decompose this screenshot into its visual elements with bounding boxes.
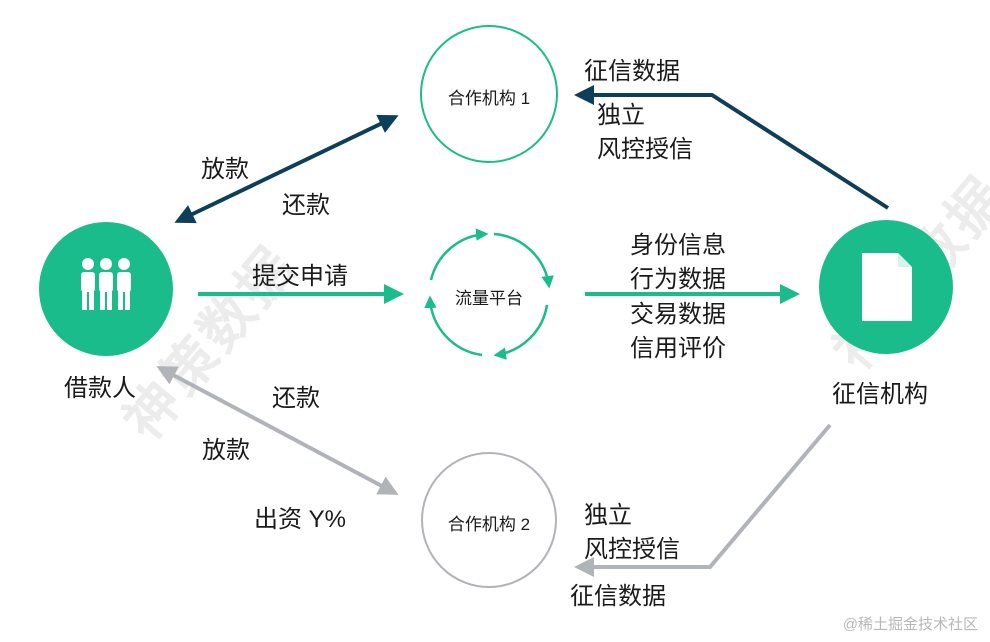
credit-bureau-node — [819, 220, 953, 354]
top-credit-data-label: 征信数据 — [584, 58, 680, 85]
top-lend-label: 放款 — [201, 156, 249, 183]
top-risk-line1: 独立 — [597, 102, 645, 129]
bottom-risk-line2: 风控授信 — [584, 536, 680, 563]
partner1-label: 合作机构 1 — [447, 89, 531, 108]
borrower-label: 借款人 — [64, 375, 136, 402]
document-icon — [862, 253, 912, 321]
partner2-label: 合作机构 2 — [447, 515, 531, 534]
bottom-lend-label: 放款 — [202, 437, 250, 464]
platform-node — [424, 228, 554, 360]
data-flow-item-3: 交易数据 — [630, 301, 726, 328]
corner-watermark: @稀土掘金技术社区 — [842, 616, 978, 633]
bottom-credit-data-label: 征信数据 — [570, 583, 666, 610]
top-repay-label: 还款 — [282, 192, 330, 219]
data-flow-item-1: 身份信息 — [630, 232, 726, 259]
platform-label: 流量平台 — [455, 289, 523, 308]
credit-bureau-label: 征信机构 — [832, 381, 928, 408]
data-flow-item-4: 信用评价 — [630, 335, 726, 362]
borrower-node — [39, 222, 173, 356]
bureau-partner2-arrow — [574, 423, 832, 577]
submit-label: 提交申请 — [252, 263, 348, 290]
bureau-partner1-arrow — [574, 85, 890, 210]
people-icon — [81, 258, 131, 310]
partner2-node — [421, 452, 557, 588]
bottom-risk-line1: 独立 — [584, 502, 632, 529]
borrower-partner1-arrow — [174, 114, 399, 224]
top-risk-line2: 风控授信 — [597, 136, 693, 163]
bottom-repay-label: 还款 — [272, 385, 320, 412]
bottom-fund-label: 出资 Y% — [254, 506, 347, 533]
partner1-node — [420, 25, 558, 163]
data-flow-item-2: 行为数据 — [630, 266, 726, 293]
borrower-partner2-arrow — [156, 366, 399, 495]
